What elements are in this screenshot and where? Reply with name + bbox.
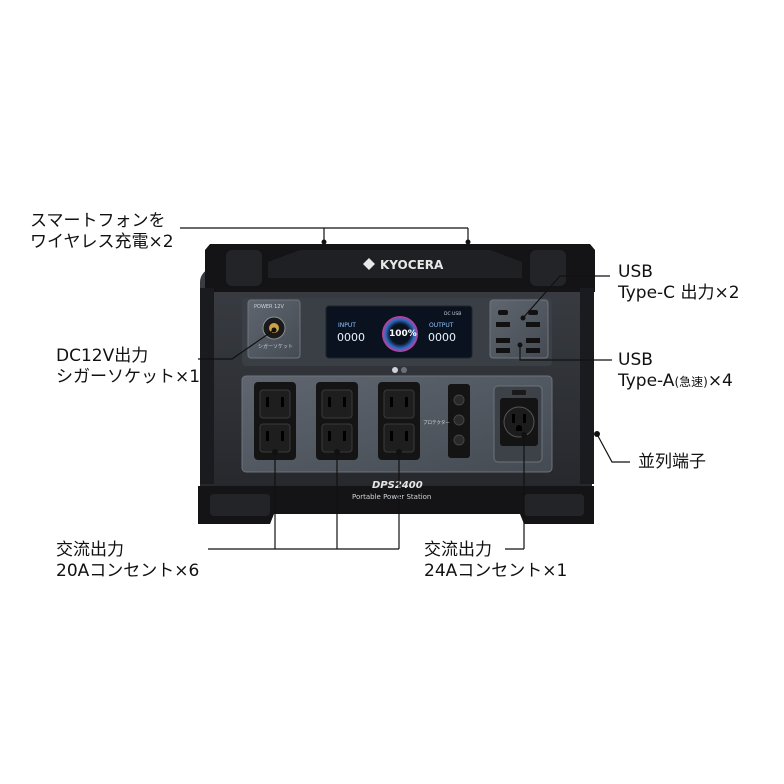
outlet-1 <box>254 382 296 460</box>
callout-parallel-line1: 並列端子 <box>638 452 706 472</box>
callout-usbc: USB Type-C 出力×2 <box>618 262 740 304</box>
callout-wireless-line1: スマートフォンを <box>30 211 166 231</box>
svg-text:OUTPUT: OUTPUT <box>429 322 454 329</box>
callout-dc12v: DC12V出力 シガーソケット×1 <box>56 346 200 388</box>
callout-ac20: 交流出力 20Aコンセント×6 <box>56 540 199 582</box>
callout-ac24-line2: 24Aコンセント×1 <box>424 561 568 581</box>
callout-ac24: 交流出力 24Aコンセント×1 <box>424 540 567 582</box>
outlet-2 <box>316 382 358 460</box>
callout-usbc-line2: Type-C 出力×2 <box>618 283 740 303</box>
callout-ac20-line2: 20Aコンセント×6 <box>56 561 200 581</box>
parallel-port-dot <box>594 431 600 437</box>
callout-ac24-line1: 交流出力 <box>424 540 492 560</box>
ac-panel: プロテクター <box>241 375 553 473</box>
callout-usba-line2: Type-A(急速)×4 <box>618 371 733 391</box>
kyocera-logo: KYOCERA <box>363 258 444 272</box>
callout-usbc-line1: USB <box>618 262 653 282</box>
callout-wireless: スマートフォンを ワイヤレス充電×2 <box>30 211 174 253</box>
svg-text:Portable Power Station: Portable Power Station <box>352 493 431 501</box>
svg-text:INPUT: INPUT <box>338 322 356 329</box>
callout-dc12v-line1: DC12V出力 <box>56 346 149 366</box>
outlet-3 <box>378 382 420 460</box>
svg-text:DPS2400: DPS2400 <box>372 480 423 491</box>
svg-text:POWER 12V: POWER 12V <box>254 304 284 310</box>
svg-text:0000: 0000 <box>428 331 456 344</box>
svg-text:プロテクター: プロテクター <box>423 419 450 426</box>
protector-buttons: プロテクター <box>423 384 470 458</box>
callout-usba-line1: USB <box>618 350 653 370</box>
callout-ac20-line1: 交流出力 <box>56 540 124 560</box>
svg-text:シガーソケット: シガーソケット <box>258 343 293 350</box>
model-label: DPS2400 Portable Power Station <box>352 480 431 501</box>
callout-usba: USB Type-A(急速)×4 <box>618 350 733 393</box>
callout-wireless-line2: ワイヤレス充電×2 <box>30 232 174 252</box>
upper-panel: POWER 12V シガーソケット INPUT 0000 OUTPUT 0000… <box>242 298 552 373</box>
svg-text:DC USB: DC USB <box>444 311 461 317</box>
leader-lines <box>180 227 630 550</box>
svg-text:100%: 100% <box>389 329 417 339</box>
svg-text:KYOCERA: KYOCERA <box>380 258 444 272</box>
svg-text:0000: 0000 <box>337 331 365 344</box>
outlet-24a <box>493 385 543 463</box>
leader-dots <box>271 239 527 455</box>
callout-parallel: 並列端子 <box>638 452 706 473</box>
callout-dc12v-line2: シガーソケット×1 <box>56 367 201 387</box>
